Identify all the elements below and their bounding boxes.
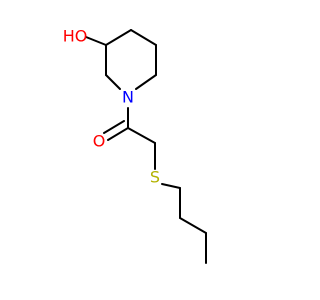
- bond-carbonyl-double-b: [103, 120, 125, 134]
- hydroxyl-label: HO: [63, 27, 88, 46]
- bond-c4-c5: [130, 29, 157, 46]
- bond-carbonyl-double-a: [107, 127, 129, 141]
- sulfur-label: S: [150, 168, 160, 187]
- bond-c3-oh: [85, 36, 107, 46]
- molecule-diagram: HO N O S: [63, 27, 207, 264]
- bond-carbonyl-ch2: [127, 127, 156, 144]
- bond-n-c2: [105, 74, 121, 90]
- nitrogen-label: N: [122, 88, 134, 107]
- carbonyl-oxygen-label: O: [93, 132, 106, 151]
- bond-c3-c4: [105, 29, 132, 46]
- bond-c6-n: [135, 74, 157, 90]
- bond-chain-c2-c3: [179, 217, 207, 234]
- bond-s-c1: [161, 183, 181, 189]
- atom-label-layer: HO N O S: [63, 27, 160, 187]
- bond-layer: [85, 29, 207, 264]
